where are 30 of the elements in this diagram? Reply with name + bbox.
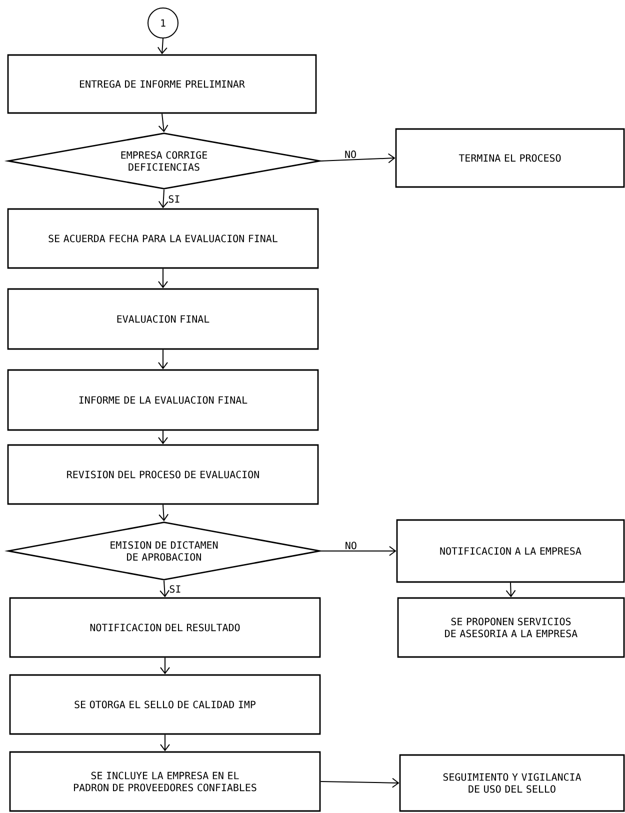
- arrow: [506, 582, 516, 598]
- arrow: [320, 153, 396, 164]
- process-box: SE OTORGA EL SELLO DE CALIDAD IMP: [9, 674, 321, 735]
- arrow: [158, 430, 168, 444]
- arrow: [158, 268, 168, 288]
- arrow: [320, 546, 396, 556]
- edge-label: NO: [345, 150, 356, 158]
- arrow: [157, 38, 168, 54]
- process-box: SE PROPONEN SERVICIOS DE ASESORIA A LA EMPRESA: [397, 597, 625, 658]
- process-box: EVALUACION FINAL: [7, 288, 319, 350]
- arrow: [160, 734, 170, 752]
- process-box: ENTREGA DE INFORME PRELIMINAR: [7, 54, 317, 114]
- edge-label: SI: [168, 195, 180, 203]
- process-box: SEGUIMIENTO Y VIGILANCIA DE USO DEL SELLO: [399, 754, 625, 812]
- arrow: [158, 189, 168, 208]
- process-box: SE ACUERDA FECHA PARA LA EVALUACION FINAL: [7, 208, 319, 269]
- arrow: [158, 113, 168, 132]
- arrow: [158, 504, 169, 522]
- process-box: NOTIFICACION DEL RESULTADO: [9, 597, 321, 658]
- process-box: NOTIFICACION A LA EMPRESA: [396, 519, 625, 583]
- process-box: TERMINA EL PROCESO: [395, 128, 625, 188]
- process-box: SE INCLUYE LA EMPRESA EN EL PADRON DE PROVEEDORES CONFIABLES: [9, 751, 321, 812]
- edge-label: NO: [346, 542, 356, 550]
- edge-label: SI: [170, 585, 180, 593]
- process-box: REVISION DEL PROCESO DE EVALUACION: [7, 444, 319, 505]
- arrow: [158, 349, 168, 370]
- arrow: [160, 657, 170, 674]
- process-box: INFORME DE LA EVALUACION FINAL: [7, 369, 319, 431]
- arrow: [320, 778, 400, 788]
- arrow: [160, 580, 170, 598]
